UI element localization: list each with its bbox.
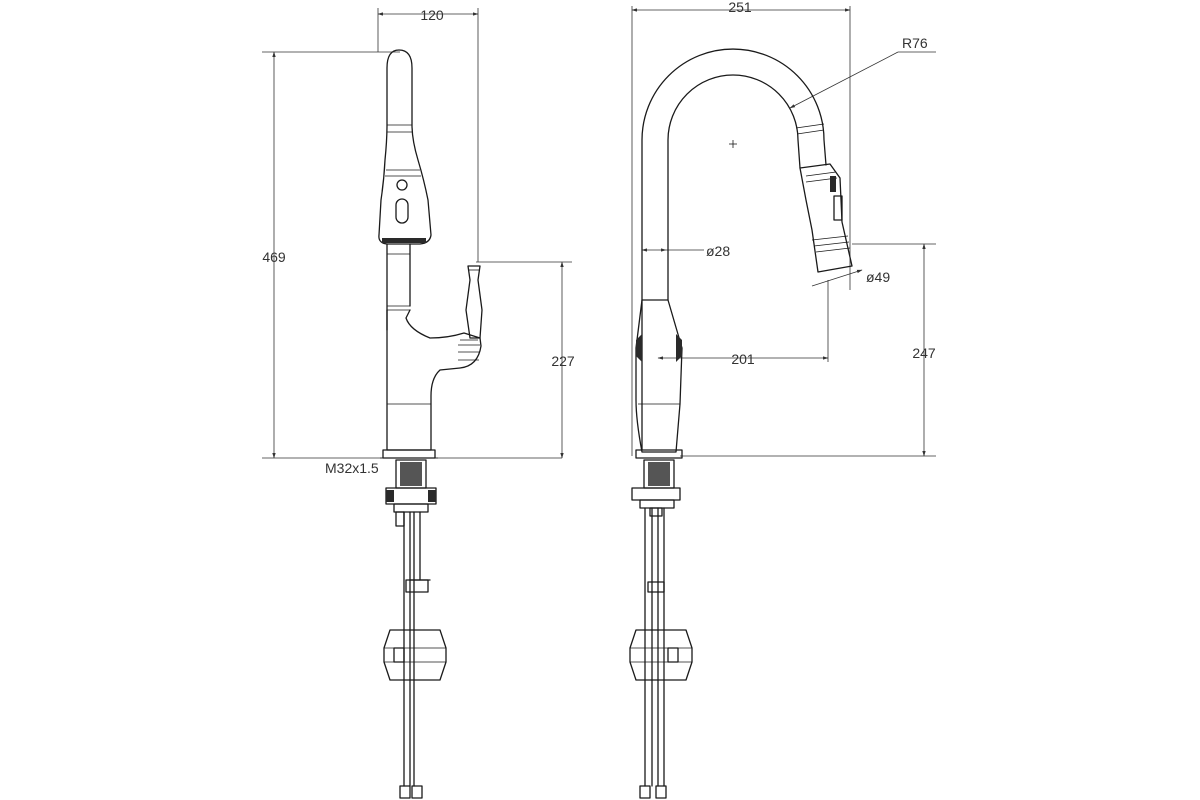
side-height-label: 469 <box>262 249 286 265</box>
spout-height-label: 247 <box>912 345 936 361</box>
side-faucet-body <box>378 49 483 459</box>
spray-button-icon <box>396 179 408 191</box>
front-width-label: 251 <box>728 0 752 15</box>
side-mounting-assembly: M32x1.5 <box>325 459 447 799</box>
spout-height-dimension: 247 <box>680 243 936 457</box>
body-diameter-label: ø28 <box>706 243 730 259</box>
side-view: 120 469 227 <box>262 7 575 799</box>
head-diameter-label: ø49 <box>866 269 890 285</box>
front-mounting-assembly <box>629 459 693 799</box>
spray-toggle-icon <box>395 198 409 224</box>
side-width-label: 120 <box>420 7 444 23</box>
front-view: 251 R76 ø28 ø49 201 <box>629 0 936 799</box>
reach-dimension: 201 <box>657 280 829 367</box>
reach-label: 201 <box>731 351 755 367</box>
side-width-dimension: 120 <box>377 7 479 262</box>
side-handle-height-dimension: 227 <box>476 261 575 459</box>
radius-label: R76 <box>902 35 928 51</box>
side-handle-height-label: 227 <box>551 353 575 369</box>
counterweight <box>383 629 447 681</box>
radius-dimension: R76 <box>729 35 936 148</box>
thread-label: M32x1.5 <box>325 460 379 476</box>
head-diameter-dimension: ø49 <box>811 269 890 287</box>
front-counterweight <box>629 629 693 681</box>
body-diameter-dimension: ø28 <box>641 243 730 259</box>
front-width-dimension: 251 <box>631 0 851 456</box>
front-faucet-body <box>635 48 853 459</box>
